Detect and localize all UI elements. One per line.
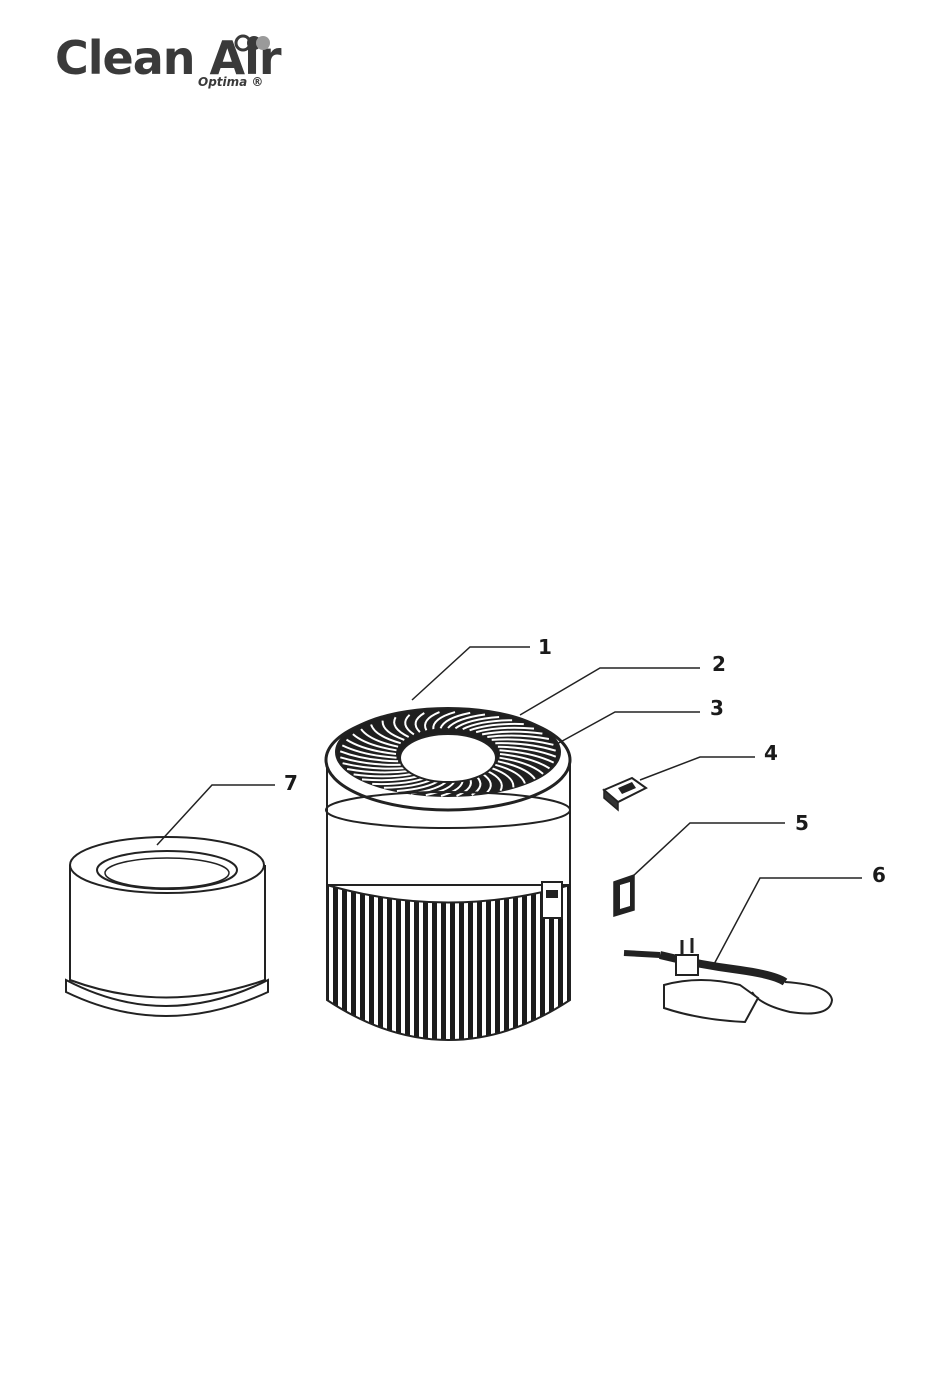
- callout-6: 6: [872, 863, 886, 887]
- callout-3: 3: [710, 696, 724, 720]
- logo-dots-icon: [233, 34, 273, 56]
- callout-2: 2: [712, 652, 726, 676]
- card-part: [614, 875, 634, 916]
- filter-cartridge: [66, 837, 268, 1016]
- power-adapter: [624, 938, 832, 1022]
- callout-4: 4: [764, 741, 778, 765]
- callout-7: 7: [284, 771, 298, 795]
- callout-5: 5: [795, 811, 809, 835]
- brand-subtitle: Optima ®: [198, 75, 263, 89]
- exploded-parts-diagram: 1 2 3 4 5 6 7: [0, 620, 950, 1060]
- clip-part: [604, 778, 646, 810]
- brand-logo: Clean Air Optima ®: [55, 30, 285, 100]
- callout-1: 1: [538, 635, 552, 659]
